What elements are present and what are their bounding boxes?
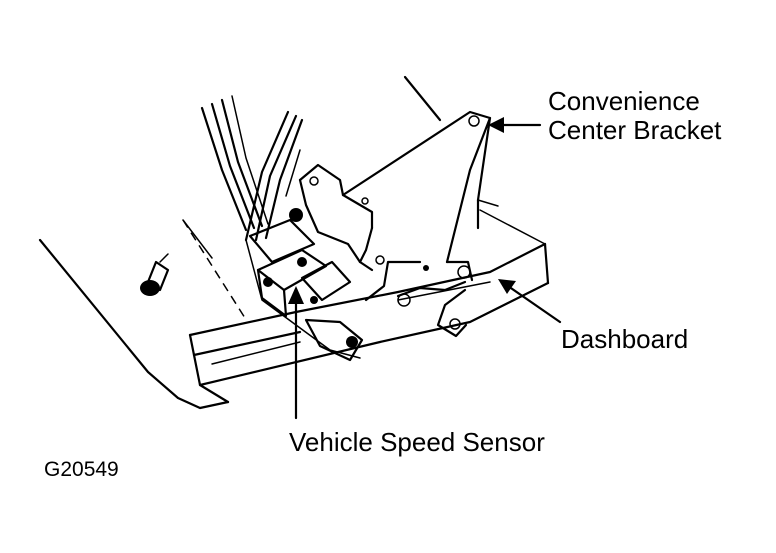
wire-harness: [200, 95, 361, 359]
convenience-bracket: [298, 110, 492, 338]
bracket-label-line1: Convenience: [548, 86, 700, 116]
dashboard-rail: [188, 198, 550, 404]
figure-id-code: G20549: [44, 458, 119, 481]
dash-housing: [38, 75, 442, 410]
mounting-bolt: [140, 253, 170, 296]
convenience-center-bracket-label: Convenience Center Bracket: [548, 87, 721, 145]
speed-sensor: [248, 208, 364, 362]
vehicle-speed-sensor-label: Vehicle Speed Sensor: [289, 427, 545, 457]
callout-arrows: [288, 117, 562, 420]
bracket-label-line2: Center Bracket: [548, 115, 722, 145]
dashboard-label: Dashboard: [561, 324, 689, 354]
